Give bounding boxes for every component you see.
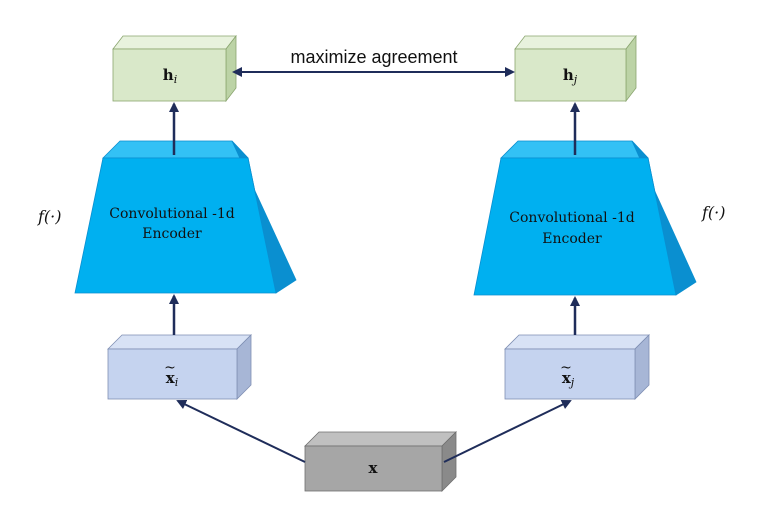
- encoder-left-label-line1: Convolutional -1d: [109, 206, 234, 222]
- augmented-label-left: xi: [166, 369, 178, 389]
- encoder-left-label-line2: Encoder: [142, 226, 202, 242]
- representation-label-left: hi: [163, 66, 177, 86]
- function-label-left: f(·): [37, 207, 62, 226]
- augmented-box-left: ~ xi: [107, 334, 252, 400]
- representation-label-right-base: h: [563, 66, 574, 84]
- representation-label-right-sub: j: [571, 73, 578, 86]
- encoder-left: Convolutional -1d Encoder: [74, 140, 297, 294]
- augmented-label-right: xj: [562, 369, 575, 389]
- input-box-top: [304, 431, 457, 447]
- augmented-label-left-sub: i: [175, 376, 179, 389]
- representation-box-left-front: [112, 48, 227, 102]
- input-box-front: [304, 445, 443, 492]
- augmented-tilde-right: ~: [560, 360, 572, 376]
- encoder-right-label-line1: Convolutional -1d: [509, 210, 634, 226]
- encoder-left-front: [74, 157, 277, 294]
- encoder-right: Convolutional -1d Encoder: [473, 140, 697, 296]
- arrow-input-to-augmented-right: [443, 399, 572, 463]
- representation-box-right-front: [514, 48, 627, 102]
- representation-box-right: hj: [514, 34, 637, 103]
- function-label-right: f(·): [701, 203, 726, 222]
- augmented-box-right: ~ xj: [504, 334, 650, 400]
- augmented-tilde-left: ~: [164, 360, 176, 376]
- input-label: x: [369, 459, 379, 477]
- agreement-label: maximize agreement: [290, 47, 457, 67]
- encoder-right-label-line2: Encoder: [542, 231, 602, 247]
- augmented-box-left-front: [107, 348, 238, 400]
- augmented-box-right-top: [504, 334, 650, 350]
- representation-label-left-base: h: [163, 66, 174, 84]
- representation-box-left: hi: [112, 34, 237, 103]
- encoder-left-top: [102, 140, 249, 159]
- augmented-label-right-sub: j: [568, 376, 575, 389]
- input-box: x: [304, 431, 457, 492]
- representation-box-right-top: [514, 35, 637, 50]
- augmented-box-left-top: [107, 334, 252, 350]
- representation-label-right: hj: [563, 66, 578, 86]
- representation-label-left-sub: i: [174, 73, 178, 86]
- arrow-input-to-augmented-left: [176, 399, 306, 463]
- representation-box-left-top: [112, 35, 237, 50]
- augmented-label-left-base: x: [166, 369, 176, 387]
- augmented-label-right-base: x: [562, 369, 572, 387]
- augmented-box-right-front: [504, 348, 636, 400]
- encoder-right-front: [473, 157, 677, 296]
